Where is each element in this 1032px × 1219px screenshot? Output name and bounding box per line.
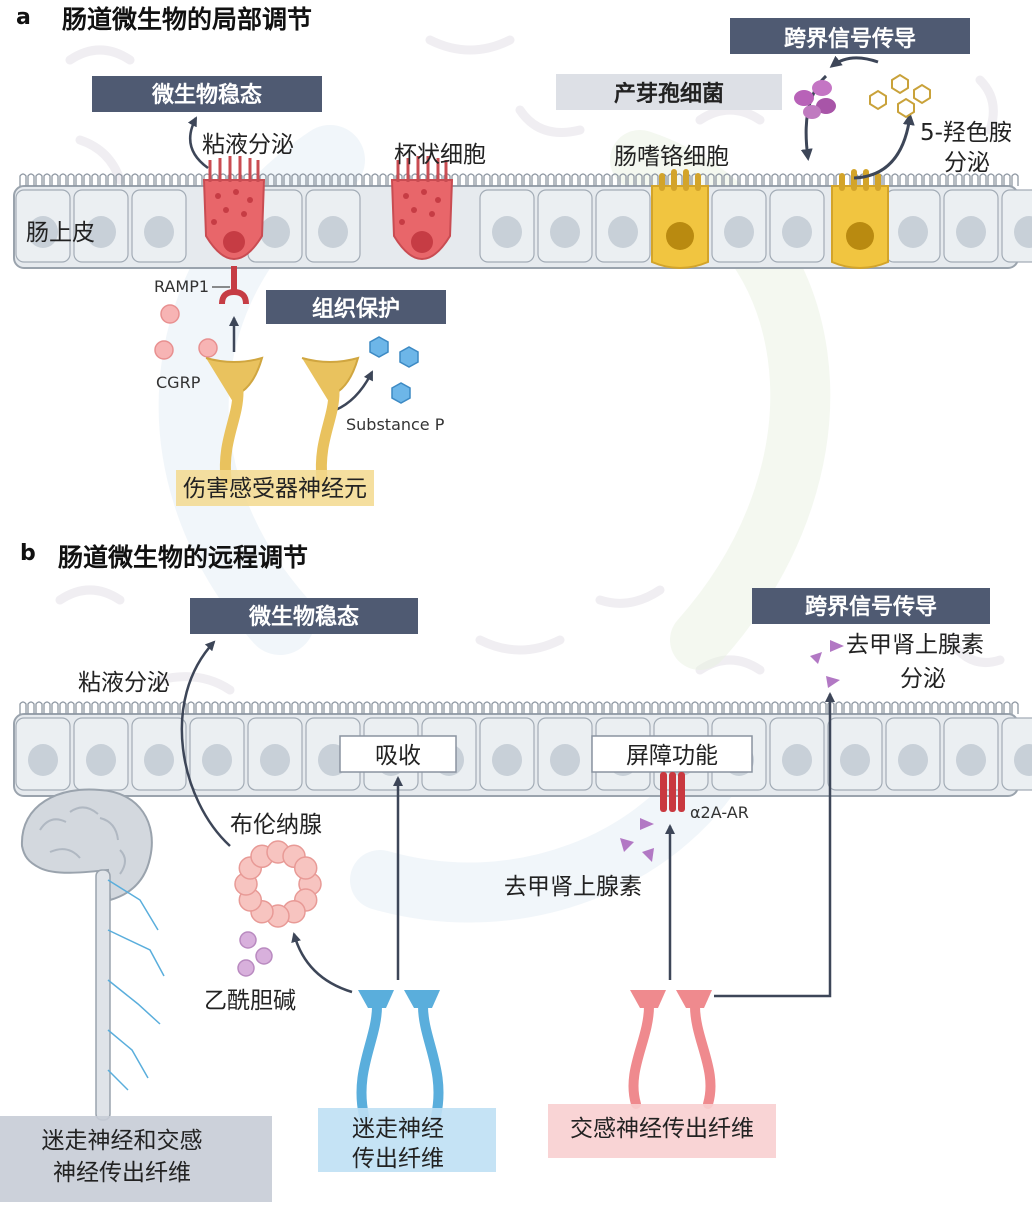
tag-cross-signal-b-box xyxy=(752,588,990,624)
spore-bacteria-icon xyxy=(794,80,836,119)
acetylcholine-molecules xyxy=(237,931,273,977)
label-barrier-function: 屏障功能 xyxy=(626,743,718,769)
goblet-cell-2 xyxy=(390,156,454,260)
label-noradrenaline-line1: 去甲肾上腺素 xyxy=(846,632,984,658)
barrier-box xyxy=(591,735,753,773)
label-vagus-sympathetic-line1: 迷走神经和交感 xyxy=(42,1128,203,1154)
label-ramp1: RAMP1 xyxy=(154,277,209,296)
brunner-gland-icon xyxy=(234,840,322,928)
substance-p-molecules xyxy=(369,336,419,404)
tag-microbe-homeostasis-a-box xyxy=(92,76,322,112)
absorption-box xyxy=(339,735,457,773)
enterochromaffin-cell-2 xyxy=(831,169,889,269)
label-substance-p: Substance P xyxy=(346,415,445,434)
label-nociceptor-neuron: 伤害感受器神经元 xyxy=(183,476,367,502)
tag-tissue-protection-box xyxy=(266,290,446,324)
tag-cross-signal-b: 跨界信号传导 xyxy=(805,594,937,620)
panel-b-letter: b xyxy=(20,541,36,566)
panel-a: a 肠道微生物的局部调节 xyxy=(13,5,1032,506)
arrow-sympathetic-to-cross-signal xyxy=(714,692,835,998)
label-serotonin-line2: 分泌 xyxy=(944,150,990,176)
label-absorption: 吸收 xyxy=(375,743,421,769)
label-vagus-efferent-line2: 传出纤维 xyxy=(352,1146,444,1172)
nociceptor-label-box xyxy=(176,470,374,506)
label-sympathetic-efferent: 交感神经传出纤维 xyxy=(570,1116,754,1142)
label-mucus-a: 粘液分泌 xyxy=(202,132,294,158)
tag-cross-signal-a-box xyxy=(730,18,970,54)
label-noradrenaline-line2: 分泌 xyxy=(900,666,946,692)
microvilli-a xyxy=(19,173,1019,186)
epithelium-band-a xyxy=(13,173,1032,269)
goblet-cell-1 xyxy=(202,156,266,260)
epithelium-band-b xyxy=(13,701,1032,797)
alpha2a-receptor-icon xyxy=(660,772,685,812)
label-brunner-gland: 布伦纳腺 xyxy=(230,812,322,838)
arrow-vagus-to-brunner xyxy=(291,932,353,994)
noradrenaline-triangles-mid xyxy=(620,818,654,862)
label-mucus-b: 粘液分泌 xyxy=(78,670,170,696)
background-bacteria-pattern xyxy=(55,35,1005,695)
enterochromaffin-cell-1 xyxy=(651,169,709,269)
label-serotonin-line1: 5-羟色胺 xyxy=(920,120,1012,146)
microvilli-b xyxy=(19,701,1019,714)
label-enterochromaffin-cell: 肠嗜铬细胞 xyxy=(614,144,729,170)
vagus-efferent-label-box xyxy=(318,1108,496,1172)
arrow-mucus-to-homeostasis-a xyxy=(187,116,209,170)
serotonin-molecules-icon xyxy=(869,73,931,119)
panel-a-title: 肠道微生物的局部调节 xyxy=(62,5,312,34)
label-noradrenaline: 去甲肾上腺素 xyxy=(504,874,642,900)
tag-tissue-protection: 组织保护 xyxy=(312,296,400,322)
noradrenaline-triangles-top xyxy=(810,640,844,688)
panel-b: b 肠道微生物的远程调节 微生物稳态 跨界信号传导 去甲肾上腺素 分泌 粘液分泌… xyxy=(0,541,1032,1202)
tag-microbe-homeostasis-b: 微生物稳态 xyxy=(248,604,359,630)
tag-microbe-homeostasis-b-box xyxy=(190,598,418,634)
tag-microbe-homeostasis-a: 微生物稳态 xyxy=(151,82,262,108)
panel-b-title: 肠道微生物的远程调节 xyxy=(58,543,308,572)
sympathetic-efferent-label-box xyxy=(548,1104,776,1158)
label-alpha2a-ar: α2A-AR xyxy=(690,803,749,822)
label-acetylcholine: 乙酰胆碱 xyxy=(204,988,296,1014)
tag-spore-bacteria: 产芽孢细菌 xyxy=(614,81,724,107)
panel-a-letter: a xyxy=(16,5,31,30)
label-cgrp: CGRP xyxy=(156,373,201,392)
label-vagus-sympathetic-line2: 神经传出纤维 xyxy=(53,1160,191,1186)
vagus-sympathetic-label-box xyxy=(0,1116,272,1202)
tag-spore-bacteria-box xyxy=(556,74,782,110)
tag-cross-signal-a: 跨界信号传导 xyxy=(784,26,916,52)
label-goblet-cell: 杯状细胞 xyxy=(394,142,486,168)
nociceptor-neuron-2 xyxy=(301,356,360,486)
epithelial-cells-b xyxy=(15,717,1032,791)
nociceptor-neuron-1 xyxy=(205,356,264,486)
ramp1-receptor-icon xyxy=(212,266,249,305)
cgrp-molecules xyxy=(154,304,218,360)
label-epithelium: 肠上皮 xyxy=(26,220,95,246)
vagus-efferent-fibers xyxy=(356,990,444,1121)
sympathetic-efferent-fibers xyxy=(628,990,716,1109)
arrow-brunner-to-homeostasis-b xyxy=(180,640,231,847)
label-vagus-efferent-line1: 迷走神经 xyxy=(352,1116,444,1142)
